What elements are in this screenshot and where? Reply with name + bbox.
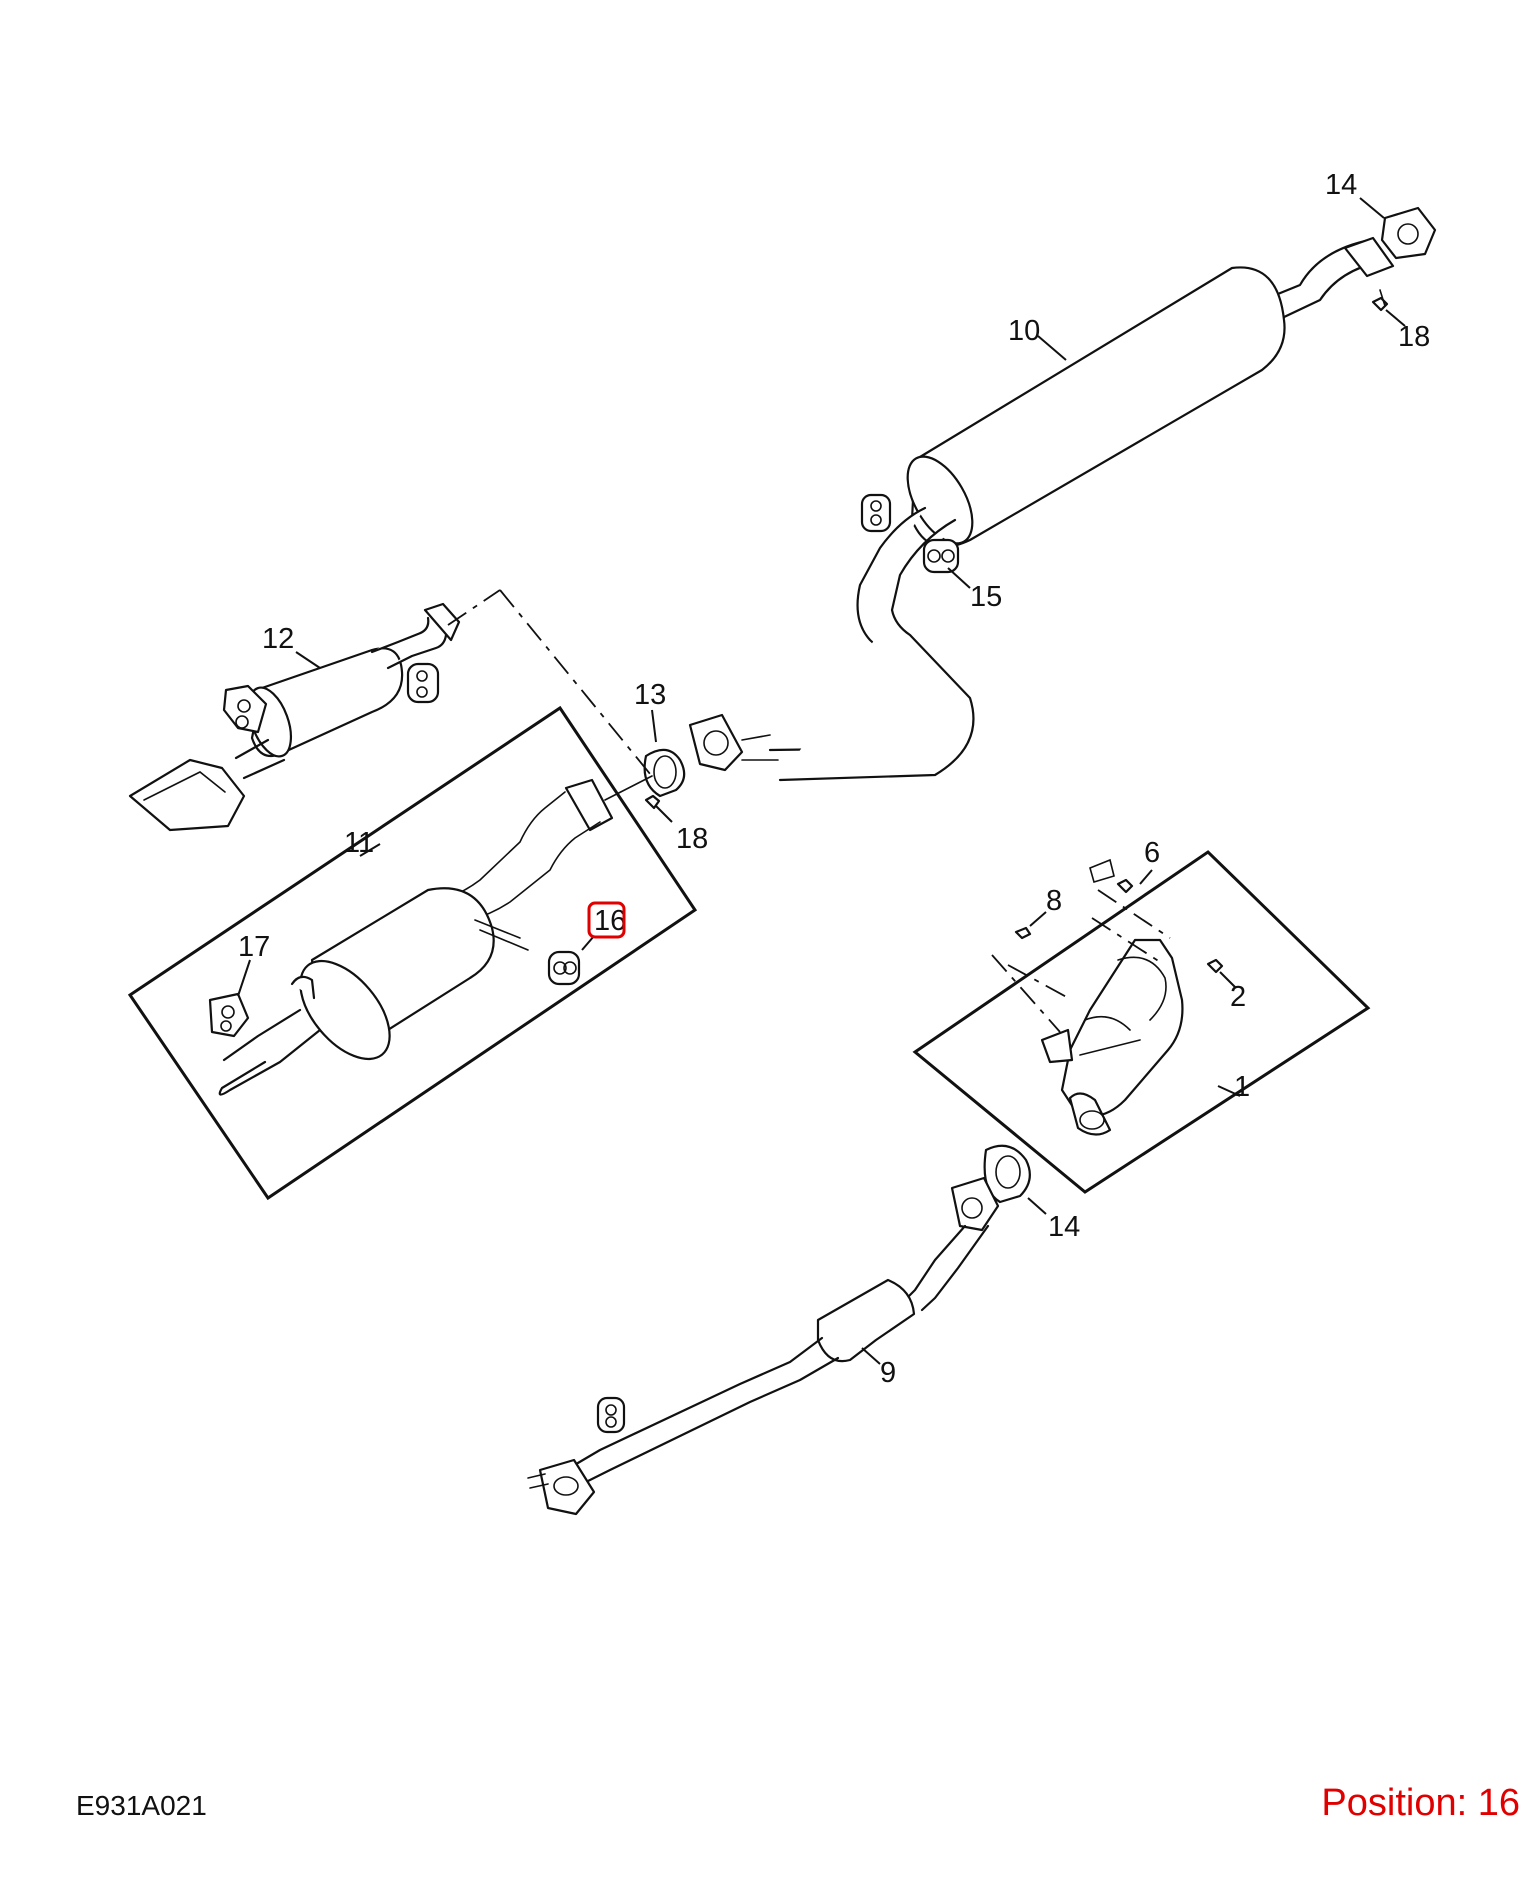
callout-8: 8 <box>1046 885 1062 917</box>
dash-line-6 <box>1097 889 1171 939</box>
callout-16[interactable]: 16 <box>594 905 626 937</box>
kit-box-11 <box>127 705 698 1201</box>
rear-muffler-11[interactable] <box>218 778 614 1096</box>
callout-13: 13 <box>634 679 666 711</box>
callout-2: 2 <box>1230 981 1246 1013</box>
leader-16 <box>581 935 595 951</box>
dash-line-12-13 <box>499 589 656 781</box>
bolt-2[interactable] <box>1206 958 1224 974</box>
gasket-13[interactable] <box>643 748 686 798</box>
rubber-hanger-15[interactable] <box>922 538 960 574</box>
leader-14a <box>1359 197 1385 219</box>
dash-line-6b <box>1091 917 1161 963</box>
callout-14-top: 14 <box>1325 169 1357 201</box>
front-flange-gasket-top[interactable] <box>1380 206 1437 260</box>
kit-box-1 <box>912 850 1371 1194</box>
dash-line-12-pipe <box>447 589 501 626</box>
leader-9 <box>861 1347 881 1365</box>
highlight-box-16 <box>587 901 626 939</box>
leader-12 <box>295 651 321 669</box>
front-pipe-9[interactable] <box>527 1176 1000 1516</box>
catalytic-converter[interactable] <box>1040 938 1184 1136</box>
leader-17 <box>237 959 251 997</box>
flange-bolt-top[interactable] <box>1371 289 1389 312</box>
callout-1: 1 <box>1234 1071 1250 1103</box>
flange-bolt-18[interactable] <box>644 794 661 810</box>
leader-2 <box>1219 971 1237 989</box>
rubber-hanger-17[interactable] <box>208 992 250 1038</box>
rubber-hanger-12-left[interactable] <box>222 684 268 734</box>
callout-18-mid: 18 <box>676 823 708 855</box>
leader-13 <box>651 709 657 743</box>
diagram-code: E931A021 <box>76 1790 207 1821</box>
leader-10 <box>1037 335 1067 361</box>
callout-9: 9 <box>880 1357 896 1389</box>
callout-10: 10 <box>1008 315 1040 347</box>
rubber-hanger-9[interactable] <box>596 1396 626 1434</box>
callout-17: 17 <box>238 931 270 963</box>
leader-14b <box>1027 1197 1047 1215</box>
callout-14-lower: 14 <box>1048 1211 1080 1243</box>
intermediate-pipe-flange[interactable] <box>688 713 779 772</box>
dash-line-8b <box>1007 964 1073 1001</box>
rear-muffler-12[interactable] <box>128 602 461 832</box>
leader-11 <box>359 843 381 857</box>
callout-11: 11 <box>344 827 374 859</box>
leader-18b <box>655 805 673 823</box>
rubber-hanger-12-right[interactable] <box>406 662 440 704</box>
rubber-hanger-muffler-left[interactable] <box>860 493 892 533</box>
callout-12: 12 <box>262 623 294 655</box>
bolt-6[interactable] <box>1116 878 1134 894</box>
leader-8 <box>1029 911 1047 927</box>
dash-line-8 <box>991 954 1061 1033</box>
pipe-joint-line <box>604 775 653 801</box>
position-label: Position: 16 <box>1321 1782 1520 1824</box>
callout-18-top: 18 <box>1398 321 1430 353</box>
leader-18a <box>1385 309 1406 327</box>
leader-15 <box>947 567 971 589</box>
leader-1 <box>1217 1085 1241 1097</box>
rubber-hanger-16[interactable] <box>547 950 581 986</box>
bolt-6-stud <box>1089 858 1115 883</box>
center-muffler[interactable] <box>768 236 1395 782</box>
bolt-8[interactable] <box>1014 926 1032 940</box>
callout-15: 15 <box>970 581 1002 613</box>
leader-6 <box>1139 869 1153 885</box>
callout-6: 6 <box>1144 837 1160 869</box>
